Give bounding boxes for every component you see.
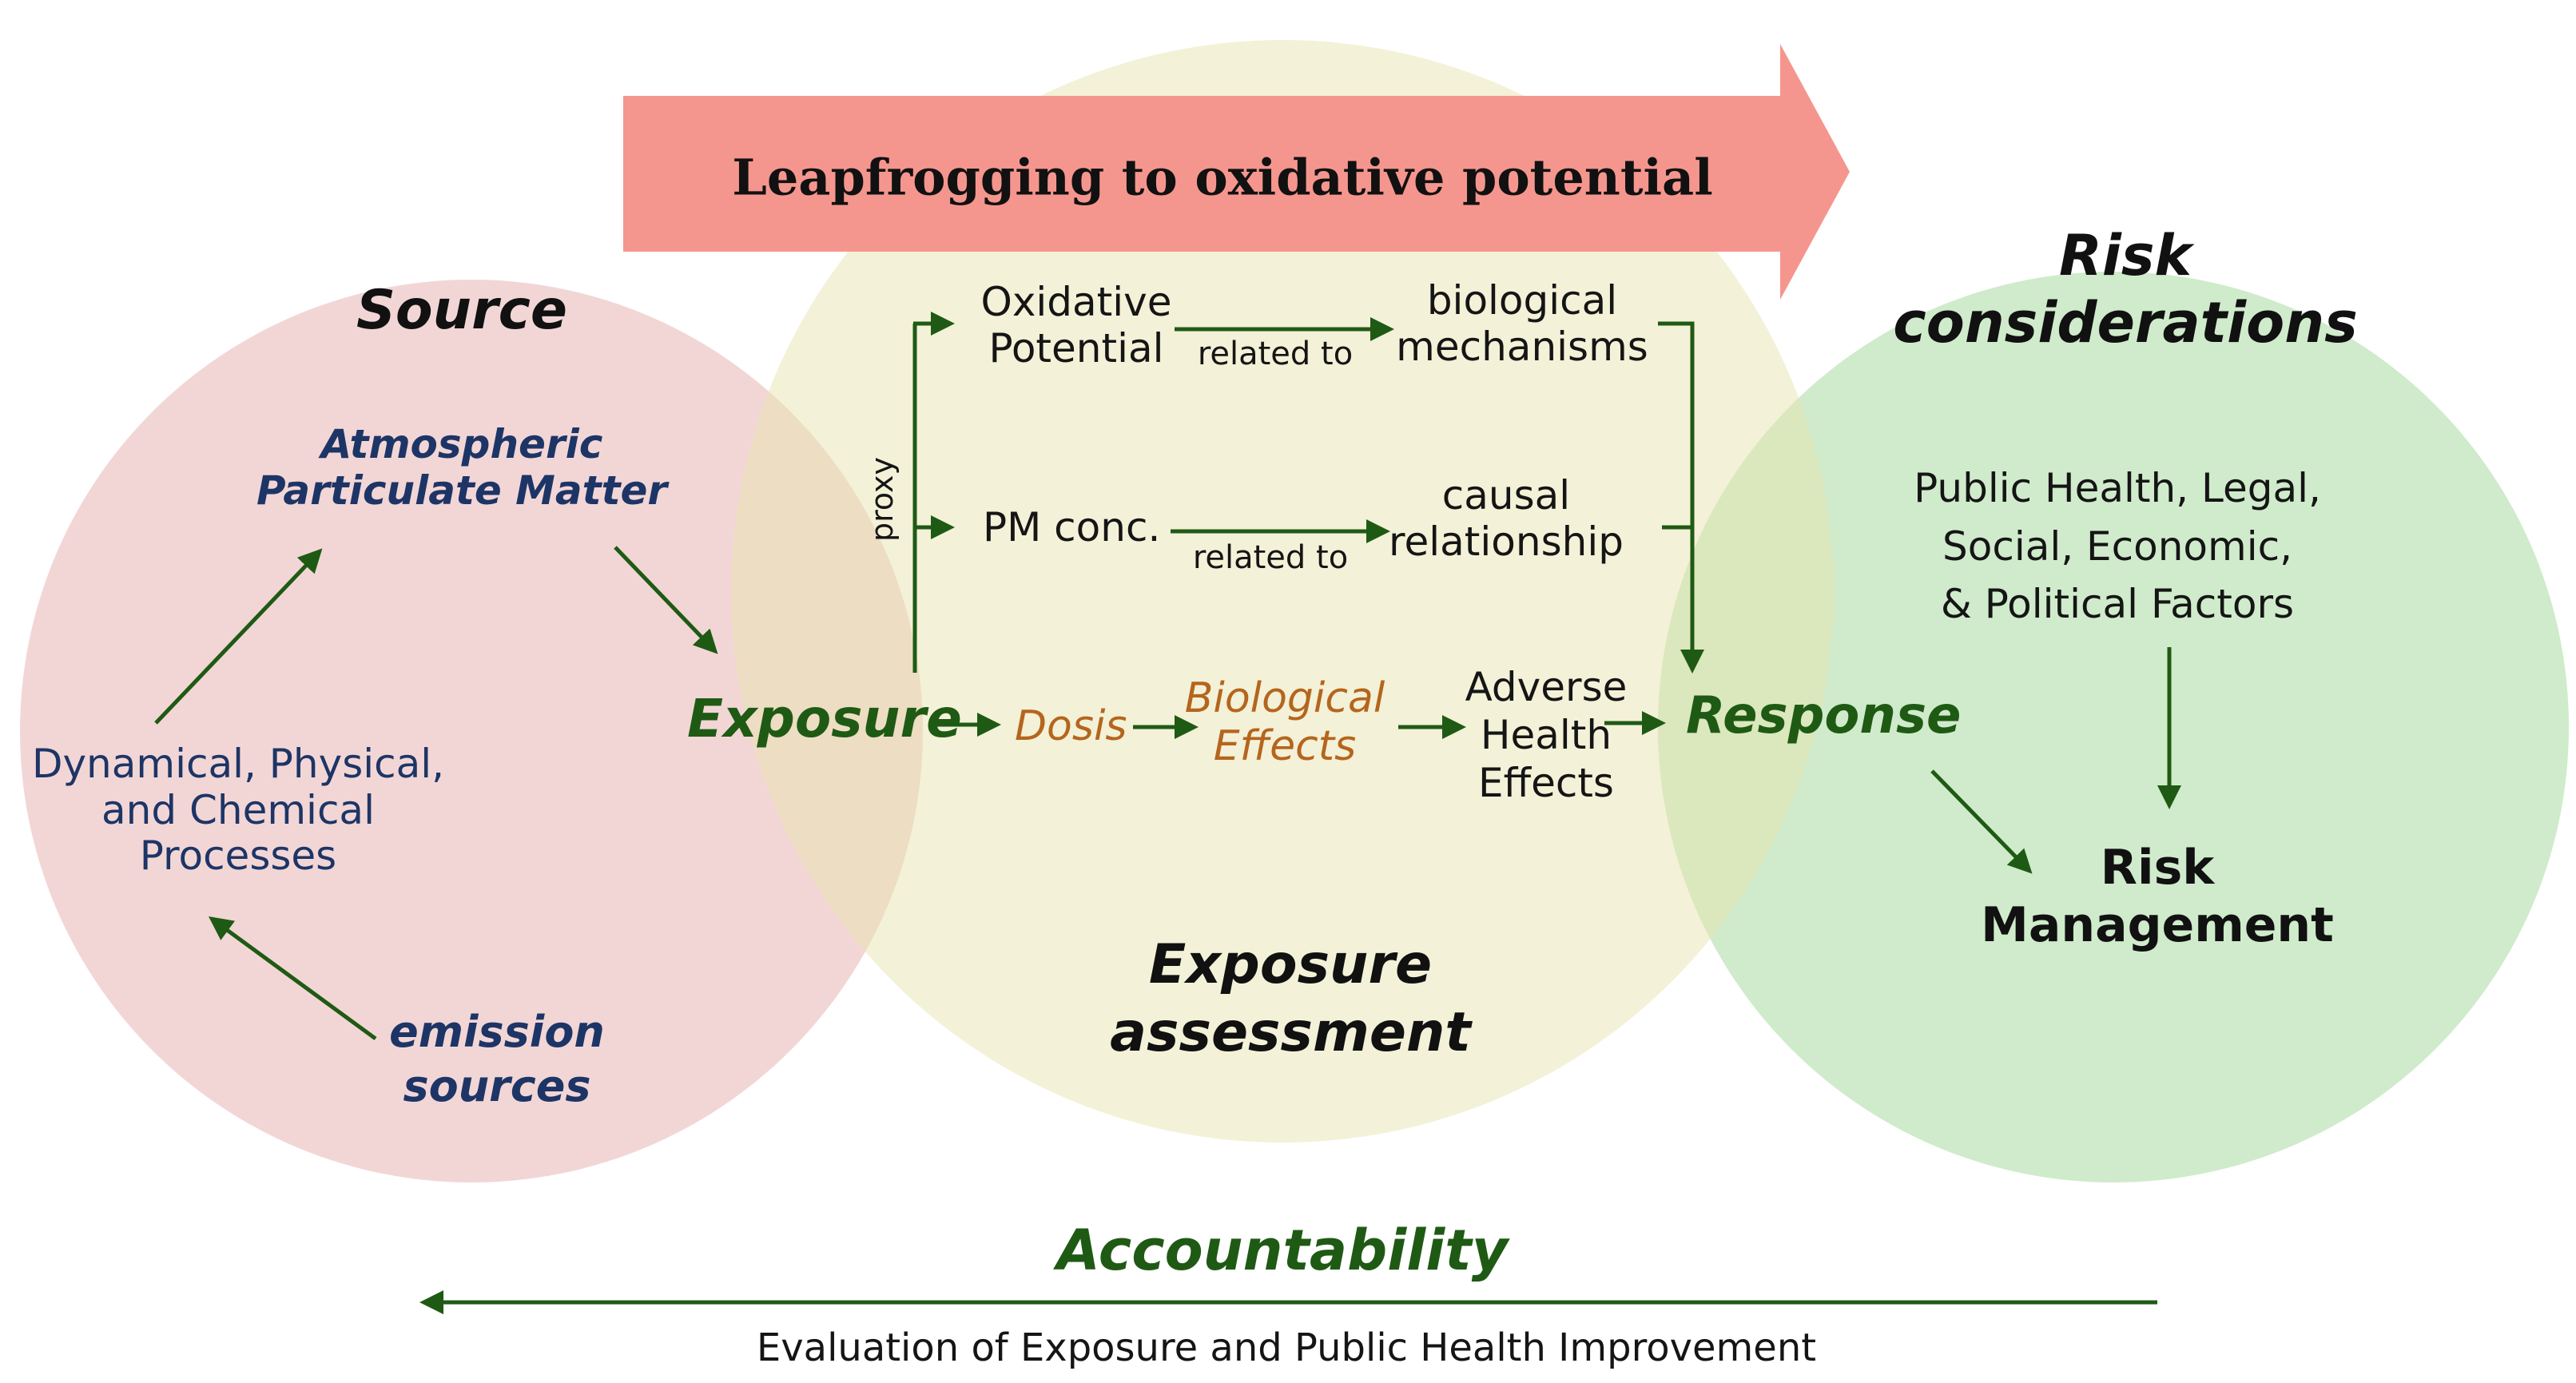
exposure-circle xyxy=(731,40,1834,1143)
proxy-label: proxy xyxy=(865,457,900,542)
arrow-pm-to-exposure xyxy=(614,546,718,654)
risk-factors-label: Public Health, Legal, Social, Economic, … xyxy=(1914,465,2321,627)
source-circle xyxy=(20,280,923,1182)
banner-label: Leapfrogging to oxidative potential xyxy=(732,148,1713,207)
risk-circle xyxy=(1658,272,2569,1182)
accountability-subtitle: Evaluation of Exposure and Public Health… xyxy=(756,1325,1817,1370)
response-node: Response xyxy=(1686,686,1962,745)
biological-effects-node: Biological Effects xyxy=(1184,674,1385,770)
bracket-mechanisms-to-response xyxy=(1658,321,1704,674)
emission-sources-label: emission sources xyxy=(389,1007,605,1111)
risk-considerations-title: Risk considerations xyxy=(1893,223,2358,356)
pm-conc-node: PM conc. xyxy=(983,504,1161,550)
arrow-response-to-management xyxy=(1930,769,2033,874)
accountability-title: Accountability xyxy=(1056,1218,1509,1283)
atmospheric-pm-label: Atmospheric Particulate Matter xyxy=(256,421,668,514)
related-to-label-1: related to xyxy=(1197,336,1354,372)
causal-relationship-node: causal relationship xyxy=(1389,472,1624,565)
risk-management-node: Risk Management xyxy=(1981,840,2334,953)
arrow-processes-to-pm xyxy=(154,548,323,725)
leapfrog-banner-arrow xyxy=(623,44,1850,300)
related-to-label-2: related to xyxy=(1192,539,1349,576)
processes-label: Dynamical, Physical, and Chemical Proces… xyxy=(31,741,445,879)
adverse-health-effects-node: Adverse Health Effects xyxy=(1465,664,1628,806)
oxidative-potential-node: Oxidative Potential xyxy=(980,279,1172,372)
dosis-node: Dosis xyxy=(1015,702,1127,750)
exposure-node: Exposure xyxy=(687,688,962,749)
biological-mechanisms-node: biological mechanisms xyxy=(1396,277,1648,370)
source-title: Source xyxy=(356,279,568,342)
exposure-assessment-title: Exposure assessment xyxy=(1110,933,1471,1064)
arrow-emission-to-processes xyxy=(208,916,377,1041)
